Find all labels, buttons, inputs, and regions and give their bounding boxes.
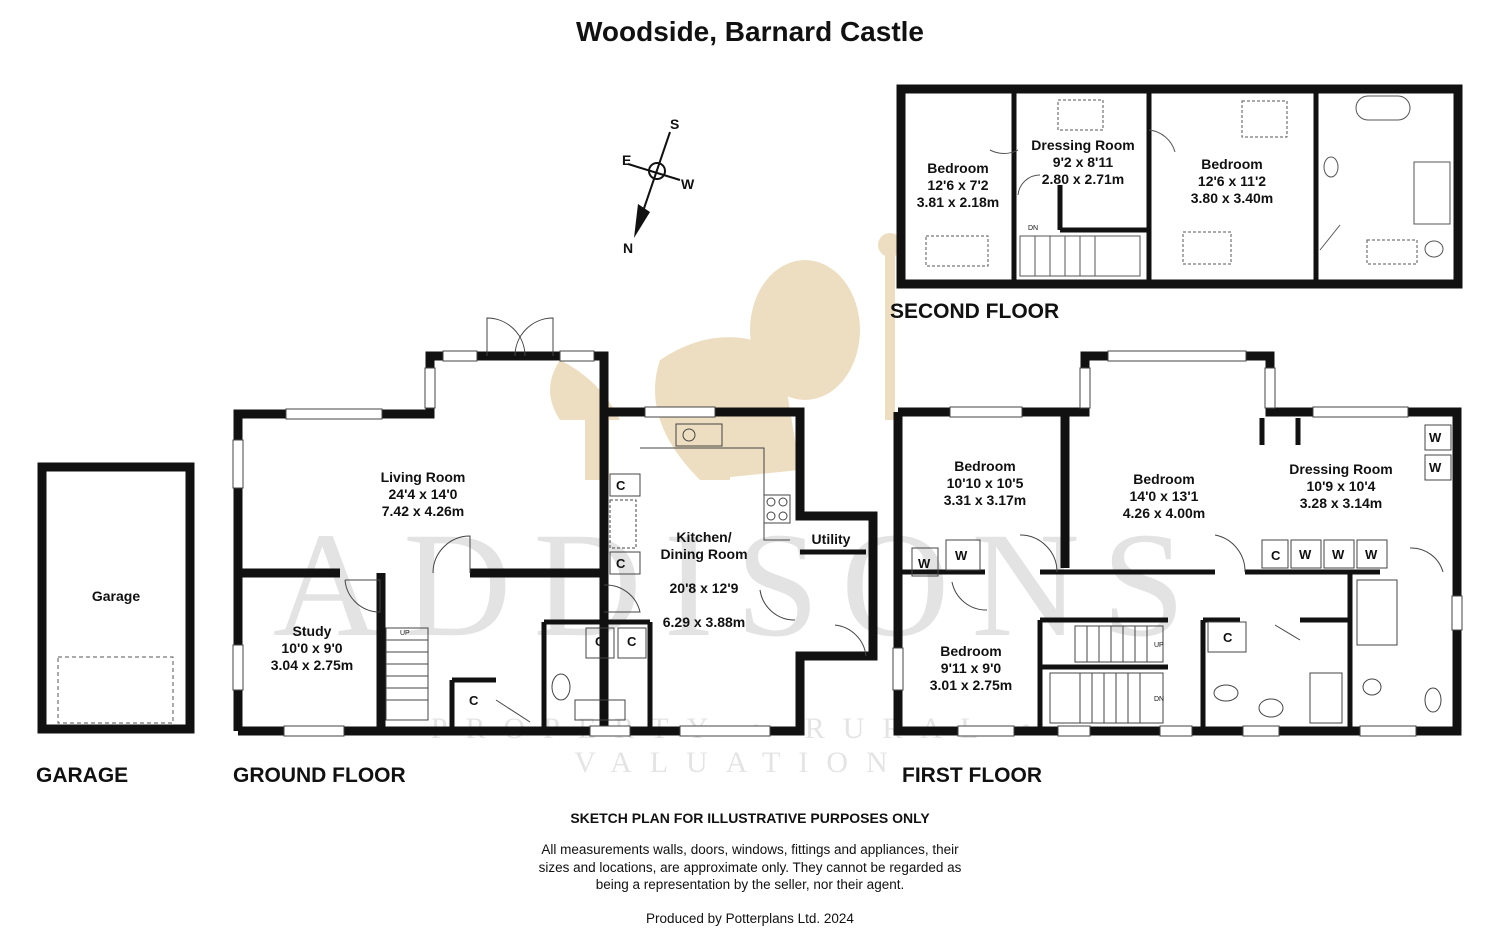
- garage-floor-label: GARAGE: [36, 764, 129, 787]
- room-sf-dressing-name: Dressing Room: [1031, 137, 1135, 153]
- room-ff-dressing: Dressing Room 10'9 x 10'4 3.28 x 3.14m: [1276, 461, 1406, 512]
- room-ff-dressing-metric: 3.28 x 3.14m: [1299, 495, 1383, 511]
- room-kitchen-metric: 6.29 x 3.88m: [662, 614, 746, 630]
- cupboard-mark: C: [1271, 548, 1281, 563]
- wardrobe-mark: W: [1299, 547, 1312, 562]
- room-sf-bed1-imperial: 12'6 x 7'2: [927, 177, 989, 193]
- room-living: Living Room 24'4 x 14'0 7.42 x 4.26m: [343, 469, 503, 520]
- wardrobe-mark: W: [1429, 460, 1442, 475]
- room-sf-bed2-metric: 3.80 x 3.40m: [1190, 190, 1274, 206]
- room-living-name: Living Room: [380, 469, 466, 485]
- second-floor-details: [925, 95, 1451, 277]
- cupboard-mark: C: [595, 634, 605, 649]
- cupboard-mark: C: [616, 478, 626, 493]
- room-sf-dressing-metric: 2.80 x 2.71m: [1041, 171, 1125, 187]
- room-ff-bed2-metric: 4.26 x 4.00m: [1122, 505, 1206, 521]
- room-kitchen: Kitchen/ Dining Room 20'8 x 12'9 6.29 x …: [644, 512, 764, 648]
- stairs-up-mark: UP: [400, 630, 410, 637]
- room-living-metric: 7.42 x 4.26m: [381, 503, 465, 519]
- compass-west-label: W: [681, 176, 695, 192]
- compass-east-label: E: [622, 152, 632, 168]
- room-study-name: Study: [292, 623, 332, 639]
- cupboard-mark: C: [616, 556, 626, 571]
- wardrobe-mark: W: [1332, 547, 1345, 562]
- room-ff-bed3-imperial: 9'11 x 9'0: [940, 660, 1002, 676]
- room-ff-dressing-name: Dressing Room: [1289, 461, 1393, 477]
- ground-floor-label: GROUND FLOOR: [233, 764, 406, 787]
- stairs-down-mark: DN: [1028, 225, 1039, 232]
- room-ff-bed2: Bedroom 14'0 x 13'1 4.26 x 4.00m: [1104, 471, 1224, 522]
- room-ff-bed1-imperial: 10'10 x 10'5: [946, 475, 1024, 491]
- wardrobe-mark: W: [955, 548, 968, 563]
- stairs-up-mark: UP: [1154, 642, 1164, 649]
- room-ff-dressing-imperial: 10'9 x 10'4: [1306, 478, 1376, 494]
- disclaimer-line-1: All measurements walls, doors, windows, …: [541, 842, 959, 857]
- room-sf-bed1-metric: 3.81 x 2.18m: [916, 194, 1000, 210]
- disclaimer-title: SKETCH PLAN FOR ILLUSTRATIVE PURPOSES ON…: [570, 810, 930, 826]
- compass-icon: [627, 131, 681, 238]
- room-ff-bed2-name: Bedroom: [1133, 471, 1195, 487]
- room-sf-bed1: Bedroom 12'6 x 7'2 3.81 x 2.18m: [898, 160, 1018, 211]
- room-sf-bed2: Bedroom 12'6 x 11'2 3.80 x 3.40m: [1172, 156, 1292, 207]
- garage-plan: [37, 462, 195, 734]
- producer-credit: Produced by Potterplans Ltd. 2024: [646, 911, 854, 926]
- room-ff-bed3-name: Bedroom: [940, 643, 1002, 659]
- stairs-down-mark: DN: [1154, 696, 1165, 703]
- first-floor-details: [892, 350, 1463, 737]
- room-study-metric: 3.04 x 2.75m: [270, 657, 354, 673]
- room-ff-bed1: Bedroom 10'10 x 10'5 3.31 x 3.17m: [925, 458, 1045, 509]
- disclaimer-line-2: sizes and locations, are approximate onl…: [538, 860, 962, 875]
- compass-north-label: N: [623, 240, 634, 256]
- page-title: Woodside, Barnard Castle: [575, 16, 924, 47]
- disclaimer-line-3: being a representation by the seller, no…: [595, 877, 905, 892]
- room-kitchen-name: Kitchen/ Dining Room: [660, 529, 748, 562]
- room-sf-bed2-name: Bedroom: [1201, 156, 1263, 172]
- room-sf-dressing: Dressing Room 9'2 x 8'11 2.80 x 2.71m: [1019, 137, 1147, 188]
- room-ff-bed1-name: Bedroom: [954, 458, 1016, 474]
- room-ff-bed1-metric: 3.31 x 3.17m: [943, 492, 1027, 508]
- cupboard-mark: C: [1223, 630, 1233, 645]
- second-floor-label: SECOND FLOOR: [890, 300, 1060, 323]
- cupboard-mark: C: [627, 634, 637, 649]
- ground-floor-details: [232, 317, 867, 737]
- cupboard-mark: C: [469, 693, 479, 708]
- watermark-brand: ADDISONS: [272, 502, 1208, 668]
- room-sf-bed2-imperial: 12'6 x 11'2: [1197, 173, 1267, 189]
- room-sf-bed1-name: Bedroom: [927, 160, 989, 176]
- room-study-imperial: 10'0 x 9'0: [281, 640, 343, 656]
- room-utility-name: Utility: [811, 531, 851, 547]
- wardrobe-mark: W: [1429, 430, 1442, 445]
- first-floor-label: FIRST FLOOR: [902, 764, 1042, 787]
- wardrobe-mark: W: [918, 556, 931, 571]
- room-ff-bed3-metric: 3.01 x 2.75m: [929, 677, 1013, 693]
- room-kitchen-imperial: 20'8 x 12'9: [669, 580, 739, 596]
- second-floor-plan: [896, 84, 1463, 289]
- compass-south-label: S: [670, 116, 680, 132]
- room-ff-bed2-imperial: 14'0 x 13'1: [1129, 488, 1199, 504]
- room-sf-dressing-imperial: 9'2 x 8'11: [1052, 154, 1114, 170]
- room-living-imperial: 24'4 x 14'0: [388, 486, 458, 502]
- wardrobe-mark: W: [1365, 547, 1378, 562]
- room-ff-bed3: Bedroom 9'11 x 9'0 3.01 x 2.75m: [911, 643, 1031, 694]
- room-study: Study 10'0 x 9'0 3.04 x 2.75m: [252, 623, 372, 674]
- room-garage-name: Garage: [91, 588, 141, 604]
